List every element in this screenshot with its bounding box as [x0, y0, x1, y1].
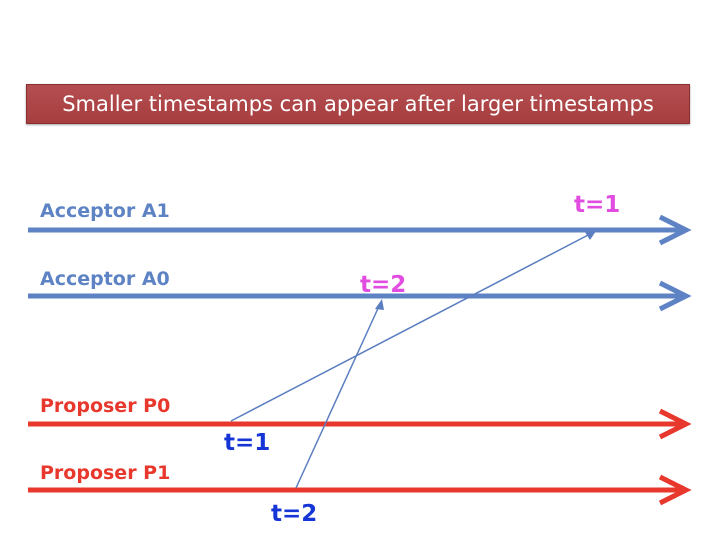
- title-banner: Smaller timestamps can appear after larg…: [26, 84, 690, 124]
- recv-timestamp-a1: t=1: [574, 192, 620, 218]
- proposer-p1-arrowhead: [658, 474, 692, 506]
- acceptor-a1-label: Acceptor A1: [40, 200, 170, 222]
- message-p1-to-a0-arrowhead: [375, 299, 384, 310]
- message-p1-to-a0-arrow: [295, 303, 381, 489]
- send-timestamp-p0: t=1: [224, 430, 270, 456]
- send-timestamp-p1: t=2: [271, 501, 317, 527]
- recv-timestamp-a0: t=2: [360, 272, 406, 298]
- message-p0-to-a1-arrow: [230, 232, 593, 422]
- message-p0-to-a1-arrowhead: [585, 231, 596, 240]
- acceptor-a0-arrowhead: [658, 280, 692, 312]
- proposer-p0-arrowhead: [658, 408, 692, 440]
- proposer-p1-label: Proposer P1: [40, 462, 170, 484]
- acceptor-a1-arrowhead: [658, 214, 692, 246]
- acceptor-a0-label: Acceptor A0: [40, 268, 170, 290]
- proposer-p0-label: Proposer P0: [40, 395, 170, 417]
